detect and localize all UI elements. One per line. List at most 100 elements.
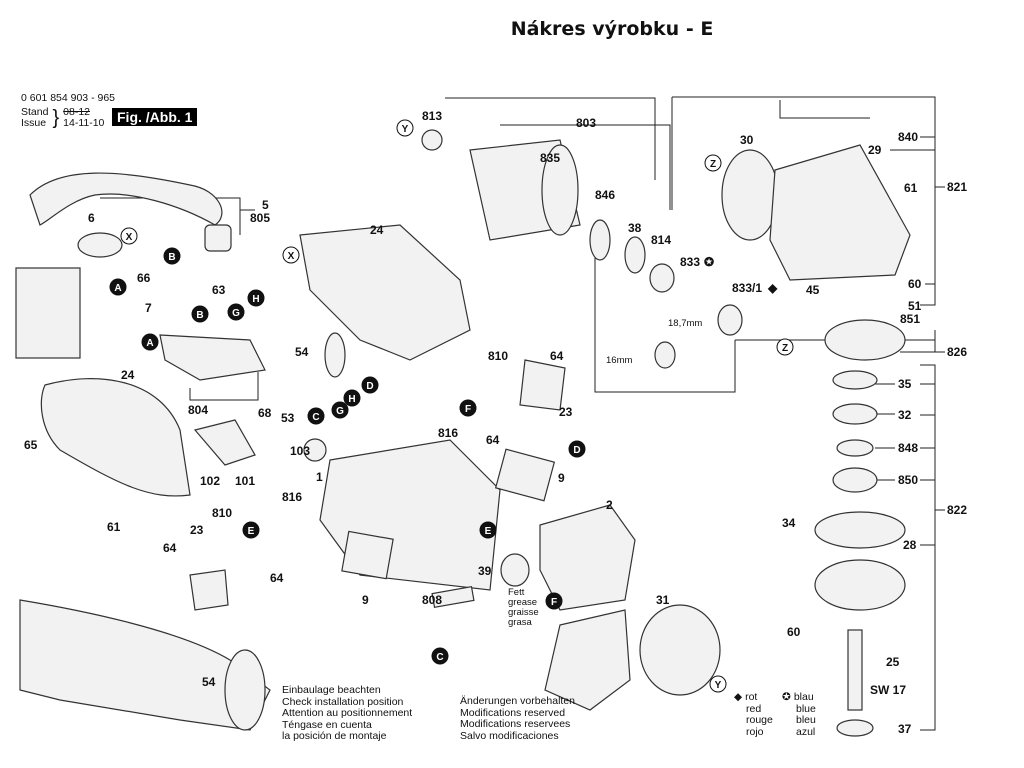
gear-housing [769,144,911,281]
legend-red-en: red [746,702,762,715]
bevel-gear-30 [721,149,779,241]
connector-marker: H [252,294,259,305]
part-label: 835 [540,151,560,165]
switch-assembly [159,334,266,381]
stand-value: 08-12 [63,106,90,118]
part-label: 29 [868,143,882,157]
connector-marker-circle [307,407,325,425]
part-number: 0 601 854 903 - 965 [21,92,115,104]
connector-marker-circle [191,305,209,323]
reference-marker: Y [715,680,722,691]
commutator-fan [541,144,579,236]
install-note-line: Einbaulage beachten [282,684,381,696]
part-label: 840 [898,130,918,144]
part-label: 7 [145,301,152,315]
grease-line: graisse [508,607,539,618]
part-label: 28 [903,538,917,552]
part-label: 833/1 [732,281,762,295]
connector-marker-circle [109,278,127,296]
part-label: 60 [787,625,801,639]
part-label: 816 [282,490,302,504]
connector-marker: E [485,526,492,537]
modifications-line: Salvo modificaciones [460,729,559,742]
connector-marker-circle [242,521,260,539]
part-label: 833 [680,255,700,269]
blue-star-icon: ✪ [782,691,791,703]
install-note-line: Check installation position [282,695,404,708]
part-label: 63 [212,283,226,297]
reference-marker-circle [120,227,138,245]
part-label: 6 [88,211,95,225]
part-label: 808 [422,593,442,607]
part-label: 804 [188,403,208,417]
blue-star-icon: ✪ [704,255,715,269]
legend-blue-en: blue [796,702,816,715]
cord-sleeve [77,232,123,258]
connector-marker-circle [343,389,361,407]
modifications-note: Änderungen vorbehalten Modifications res… [460,695,575,742]
handle-half-top [299,224,471,361]
part-label: 64 [550,349,564,363]
connector-marker-circle [431,647,449,665]
power-cord [29,172,223,226]
part-label: 822 [947,503,967,517]
part-label: 53 [281,411,295,425]
circlip-848 [836,439,874,457]
legend-blue-de: blau [793,691,814,703]
part-label: 38 [628,221,642,235]
connector-marker: D [573,445,580,456]
plate-9b [341,530,394,580]
part-label: 45 [806,283,820,297]
part-label: 23 [190,523,204,537]
handle-half-bottom [40,378,191,497]
part-label: 54 [295,345,309,359]
connector-marker-circle [479,521,497,539]
install-note-line: la posición de montaje [282,730,387,742]
plug [204,224,232,252]
field-coil [539,504,636,611]
part-label: 826 [947,345,967,359]
grease-line: grasa [508,617,532,628]
bearing-833-1 [717,304,743,336]
drawing-header: 0 601 854 903 - 965 Stand Issue } 08-12 … [21,92,115,129]
part-label: 810 [488,349,508,363]
part-label: 37 [898,722,912,736]
legend-red-es: rojo [746,725,764,738]
grease-line: grease [508,597,538,608]
part-label: 9 [558,471,565,485]
seal-32 [832,403,878,425]
part-label: 54 [202,675,216,689]
part-shapes [15,129,911,737]
connector-marker: F [551,597,557,608]
issue-value: 14-11-10 [63,117,105,129]
connector-marker: G [336,406,344,417]
part-label: 1 [316,470,323,484]
reference-marker: Y [402,124,409,135]
connector-marker: B [168,252,175,263]
page-title: Nákres výrobku - E [510,18,714,40]
legend-red-fr: rouge [746,714,773,726]
spindle-25 [847,629,863,711]
legend-red-de: rot [745,691,758,703]
connector-marker: F [465,404,471,415]
connector-marker: A [114,283,121,294]
connector-marker: D [366,381,373,392]
reference-marker: Z [782,343,788,354]
reference-marker-circle [776,338,794,356]
part-label: 5 [262,198,269,212]
part-label: 9 [362,593,369,607]
part-label: 31 [656,593,670,607]
install-note-line: Téngase en cuenta [282,718,372,731]
part-label: 51 [908,299,922,313]
bearing-flange [639,604,721,696]
connector-marker-circle [545,592,563,610]
connector-marker: G [232,308,240,319]
bearing-flange-822 [814,559,906,611]
wiring-schematic [15,267,81,359]
part-label: 39 [478,564,492,578]
grease-line: Fett [508,587,525,598]
connector-marker-circle [331,401,349,419]
